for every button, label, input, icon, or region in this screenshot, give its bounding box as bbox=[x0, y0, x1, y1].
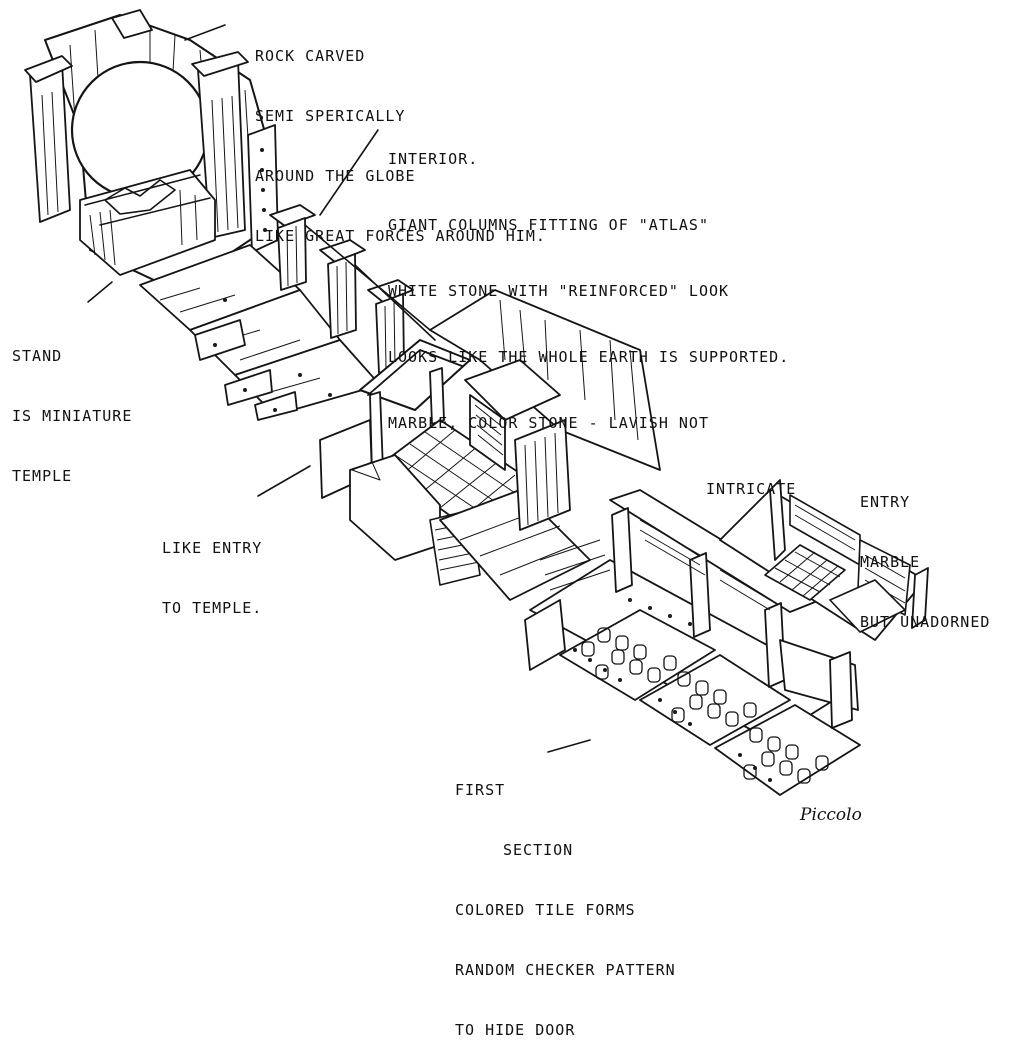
note-first-section-line: random checker pattern bbox=[455, 961, 676, 979]
artist-signature: Piccolo bbox=[800, 805, 862, 825]
column-hall bbox=[139, 204, 436, 421]
note-entry-line: marble bbox=[860, 553, 921, 571]
note-interior-line: Giant columns fitting of "Atlas" bbox=[388, 216, 709, 234]
note-globe: Rock carved semi sperically around the g… bbox=[255, 6, 546, 266]
note-first-section-line: First bbox=[455, 781, 506, 799]
note-entry-temple: Like entry to temple. bbox=[162, 498, 262, 638]
note-globe-line: around the globe bbox=[255, 167, 416, 185]
note-first-section: First Section Colored tile forms random … bbox=[455, 740, 676, 1060]
atlas-column-1 bbox=[269, 204, 316, 227]
atlas-column-3 bbox=[367, 279, 414, 303]
note-entry-line: but unadorned bbox=[860, 613, 991, 631]
temple-entry bbox=[319, 289, 661, 601]
entry-room bbox=[719, 479, 929, 729]
note-first-section-line: Section bbox=[503, 841, 574, 859]
note-entry-temple-line: Like entry bbox=[162, 539, 263, 557]
note-interior-line: Looks like the whole earth is supported. bbox=[388, 348, 790, 366]
note-entry-line: Entry bbox=[860, 493, 911, 511]
note-interior: Interior. Giant columns fitting of "Atla… bbox=[388, 104, 796, 522]
note-first-section-line: to hide door bbox=[455, 1021, 576, 1039]
note-interior-line: White stone with "reinforced" look bbox=[388, 282, 730, 300]
checker-panel-3 bbox=[714, 704, 861, 796]
note-stand-line: Stand bbox=[12, 347, 63, 365]
sketch-canvas bbox=[24, 9, 929, 796]
globe-shrine bbox=[24, 9, 279, 291]
note-globe-line: like great forces around him. bbox=[255, 227, 546, 245]
note-stand-line: temple bbox=[12, 467, 73, 485]
first-section-floor bbox=[524, 489, 861, 796]
note-globe-line: semi sperically bbox=[255, 107, 406, 125]
note-interior-line: Marble, color stone - lavish not bbox=[388, 414, 709, 432]
note-first-section-line: Colored tile forms bbox=[455, 901, 636, 919]
temple-sketch-drawing bbox=[24, 9, 929, 796]
atlas-column-2 bbox=[319, 239, 366, 263]
note-stand-line: is miniature bbox=[12, 407, 133, 425]
annotation-leaders bbox=[87, 24, 591, 753]
note-interior-line: Interior. bbox=[388, 150, 479, 168]
note-globe-line: Rock carved bbox=[255, 47, 366, 65]
note-entry: Entry marble but unadorned bbox=[860, 452, 990, 652]
checker-panel-1 bbox=[559, 609, 716, 701]
note-stand: Stand is miniature temple bbox=[12, 306, 132, 506]
note-interior-line: intricate bbox=[706, 480, 797, 498]
note-entry-temple-line: to temple. bbox=[162, 599, 263, 617]
shrine-left-column bbox=[29, 61, 71, 223]
